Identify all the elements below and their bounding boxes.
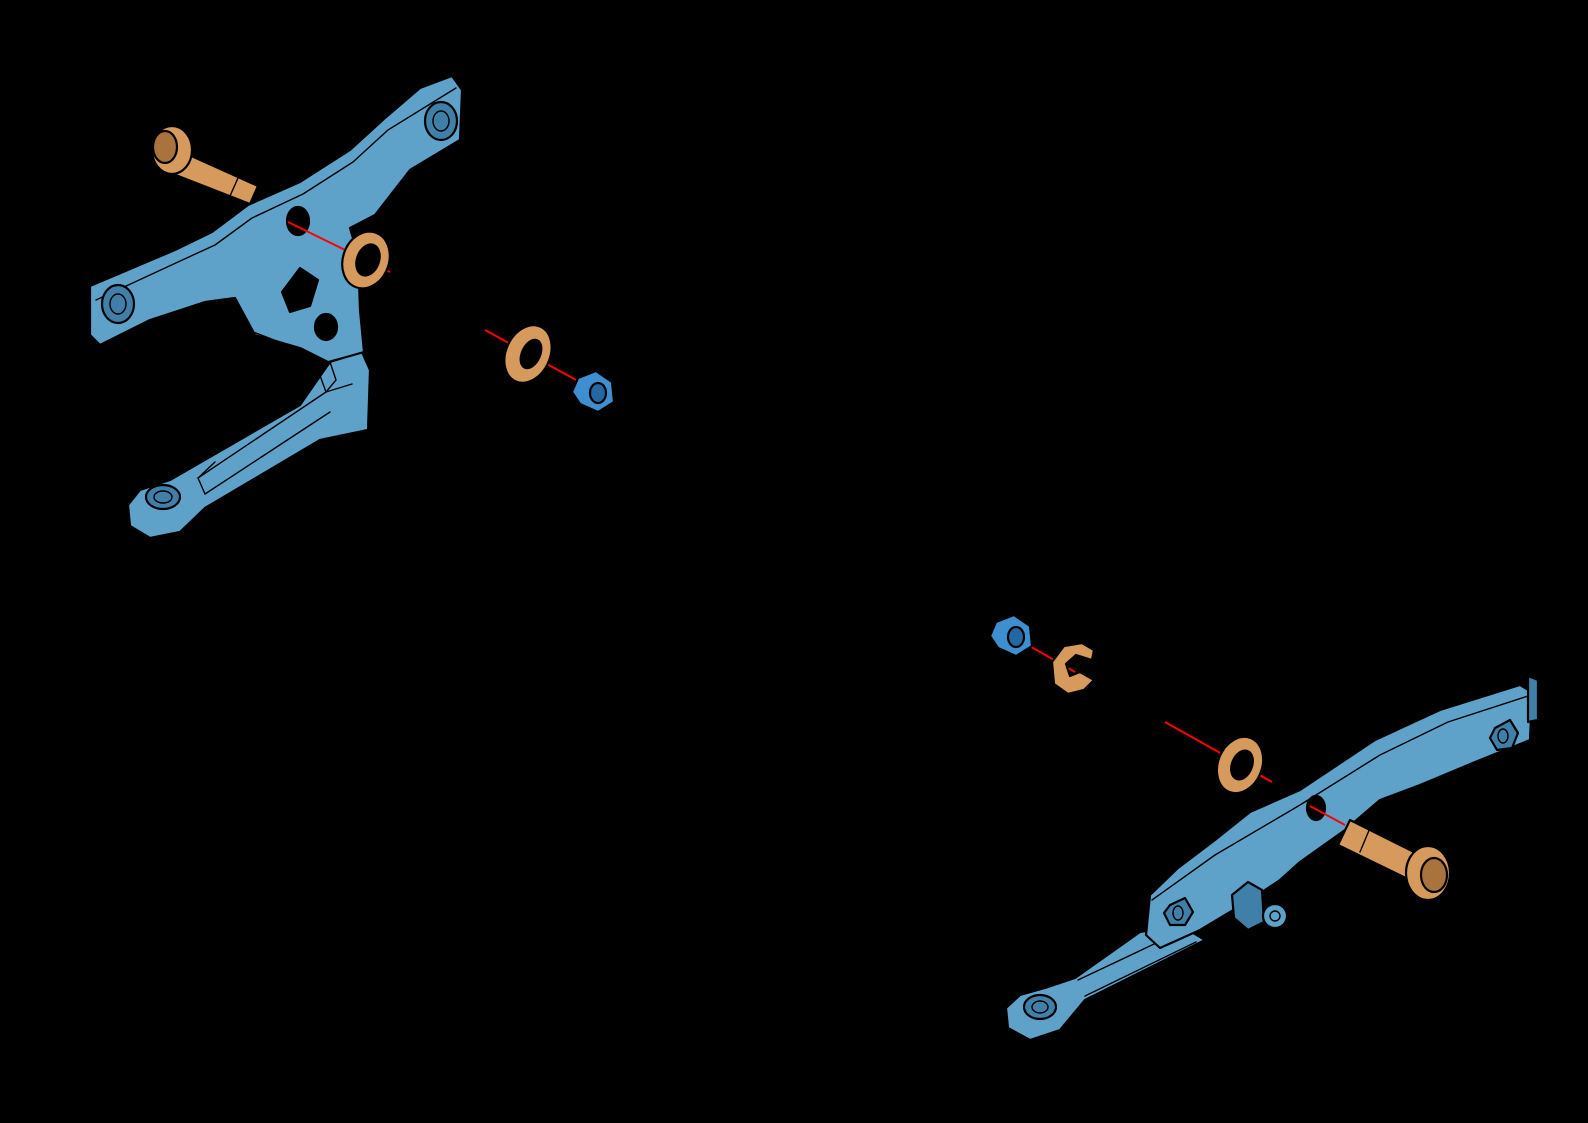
left-washer-1 bbox=[341, 230, 391, 290]
left-shoulder-bolt bbox=[150, 124, 260, 206]
right-lock-nut bbox=[988, 613, 1034, 658]
right-lever-arm bbox=[1004, 923, 1207, 1042]
left-bracket-plate bbox=[88, 74, 464, 364]
right-washer bbox=[1215, 735, 1265, 795]
right-assembly bbox=[988, 613, 1540, 1042]
right-bracket-bar bbox=[1144, 674, 1540, 950]
right-axis-line-2 bbox=[1309, 805, 1346, 826]
right-shoulder-bolt bbox=[1336, 818, 1452, 902]
right-e-clip bbox=[1050, 641, 1096, 696]
left-assembly bbox=[88, 74, 616, 540]
left-lever-arm bbox=[126, 350, 372, 540]
left-washer-2 bbox=[503, 324, 553, 384]
left-lock-nut bbox=[570, 369, 616, 414]
